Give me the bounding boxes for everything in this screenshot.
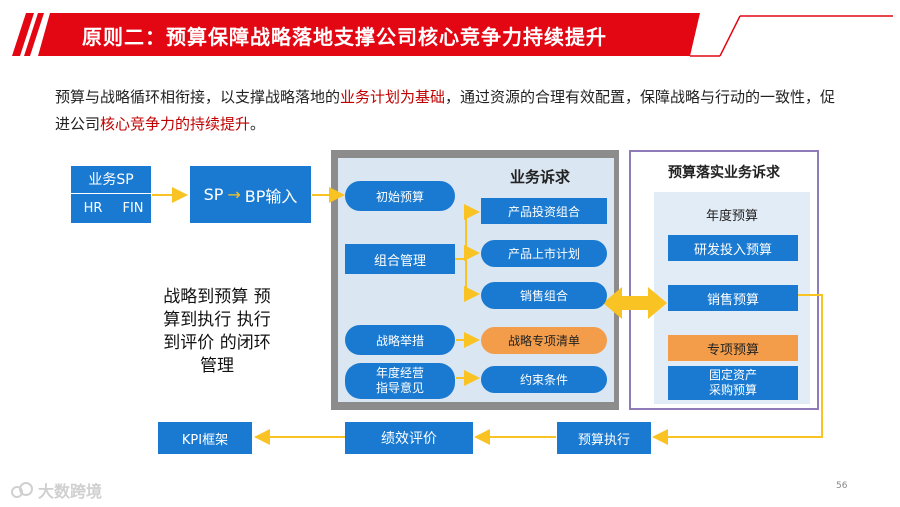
arrow-right-icon: → [227, 185, 241, 204]
intro-text-3: 。 [250, 115, 266, 133]
product-launch-pill: 产品上市计划 [481, 240, 607, 267]
constraints-pill: 约束条件 [481, 366, 607, 393]
intro-text-2: ，通过资源的合理有效配置，保障战略与行动的一致性，促进公司 [55, 88, 836, 133]
watermark: 大数跨境 [10, 478, 102, 502]
sp-label: SP [203, 185, 224, 204]
business-sp-box: 业务SP HR FIN [71, 166, 151, 223]
title-accent-line [690, 15, 893, 57]
business-sp-hr: HR [83, 200, 103, 216]
business-sp-title: 业务SP [88, 172, 134, 188]
product-portfolio-box: 产品投资组合 [481, 198, 607, 224]
kpi-framework-box: KPI框架 [158, 422, 252, 454]
sales-portfolio-pill: 销售组合 [481, 282, 607, 309]
annual-guidance-pill: 年度经营 指导意见 [345, 363, 455, 399]
rd-budget-box: 研发投入预算 [668, 235, 798, 261]
sales-budget-box: 销售预算 [668, 285, 798, 311]
performance-evaluation-box: 绩效评价 [345, 422, 473, 454]
sp-bp-input-box: SP → BP输入 [190, 166, 311, 223]
annual-budget-label: 年度预算 [705, 208, 758, 224]
initial-budget-pill: 初始预算 [345, 181, 455, 211]
business-sp-divider [71, 193, 151, 194]
closed-loop-text: 战略到预算 预算到执行 执行到评价 的闭环管理 [163, 287, 271, 376]
bp-input-label: BP输入 [244, 186, 298, 206]
page-title: 原则二：预算保障战略落地支撑公司核心竞争力持续提升 [82, 24, 607, 49]
intro-text-1: 预算与战略循环相衔接，以支撑战略落地的 [55, 88, 341, 106]
page-number: 56 [836, 481, 848, 491]
special-budget-box: 专项预算 [668, 335, 798, 361]
watermark-text: 大数跨境 [38, 482, 103, 501]
portfolio-management-box: 组合管理 [345, 244, 455, 274]
budget-panel-title: 预算落实业务诉求 [668, 165, 780, 181]
strategic-list-pill: 战略专项清单 [481, 327, 607, 354]
title-banner [12, 13, 700, 56]
intro-highlight-2: 核心竞争力的持续提升 [100, 115, 251, 133]
business-sp-fin: FIN [122, 200, 144, 216]
strategic-measures-pill: 战略举措 [345, 325, 455, 355]
fixed-assets-budget-box: 固定资产 采购预算 [668, 366, 798, 400]
business-panel-title: 业务诉求 [509, 167, 570, 186]
intro-highlight-1: 业务计划为基础 [340, 88, 446, 106]
watermark-logo-icon [11, 482, 33, 498]
intro-paragraph: 预算与战略循环相衔接，以支撑战略落地的业务计划为基础，通过资源的合理有效配置，保… [55, 84, 845, 138]
budget-execution-box: 预算执行 [557, 422, 651, 454]
